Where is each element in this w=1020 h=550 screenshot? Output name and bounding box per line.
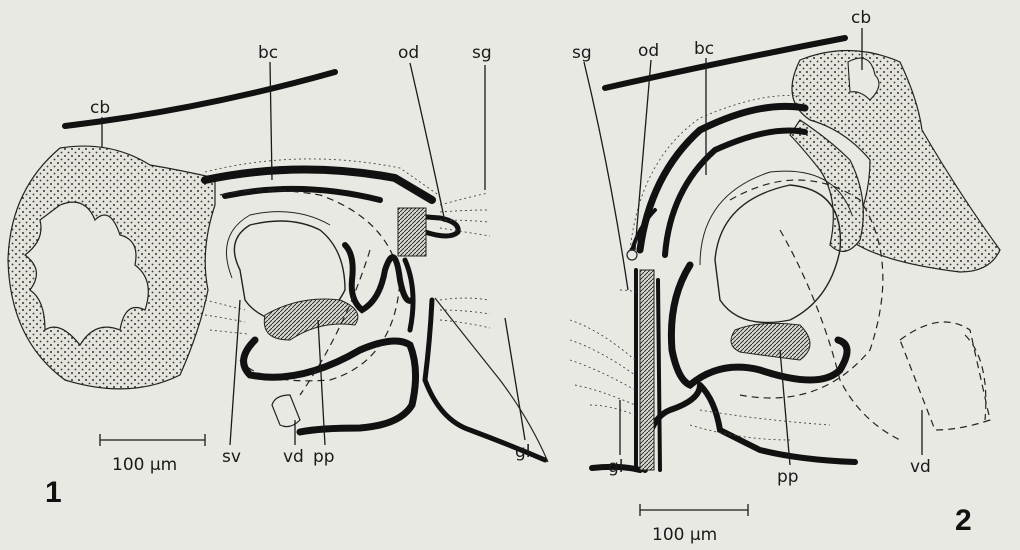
label-pp: pp — [313, 447, 335, 467]
shell-glands-2 — [570, 290, 830, 440]
figure-number-2: 2 — [955, 504, 972, 537]
scale-bar-line-2 — [640, 504, 748, 516]
scale-bar-label-1: 100 µm — [112, 455, 177, 475]
label-cb-2: cb — [851, 8, 871, 28]
label-gl: gl — [515, 442, 531, 462]
label-bc-2: bc — [694, 39, 714, 59]
vas-deferens-stub-1 — [272, 395, 300, 427]
scale-bar-line-1 — [100, 434, 205, 446]
label-bc: bc — [258, 43, 278, 63]
bursa-canal-outline-2 — [630, 95, 800, 250]
figure-2 — [570, 28, 1000, 516]
oviduct-opening-2 — [627, 250, 637, 260]
label-od: od — [398, 43, 419, 63]
penis-papilla-2 — [731, 323, 810, 360]
atrial-fold-2 — [645, 385, 855, 470]
vas-deferens-ring-2 — [965, 335, 986, 420]
genital-duct-2 — [640, 270, 654, 470]
oviduct-hatched-1 — [398, 208, 426, 256]
label-sv: sv — [222, 447, 241, 467]
label-vd-2: vd — [910, 457, 931, 477]
label-sg-2: sg — [572, 43, 592, 63]
vas-deferens-end-2 — [900, 322, 990, 430]
label-vd: vd — [283, 447, 304, 467]
figure-1 — [8, 62, 548, 462]
seminal-vesicle-2 — [715, 185, 840, 323]
scale-bar-label-2: 100 µm — [652, 525, 717, 545]
figure-number-1: 1 — [45, 476, 62, 509]
antrum-fold-1 — [244, 340, 416, 432]
label-od-2: od — [638, 41, 659, 61]
label-pp-2: pp — [777, 467, 799, 487]
label-gl-2: gl — [608, 457, 624, 477]
label-cb: cb — [90, 98, 110, 118]
label-sg: sg — [472, 43, 492, 63]
